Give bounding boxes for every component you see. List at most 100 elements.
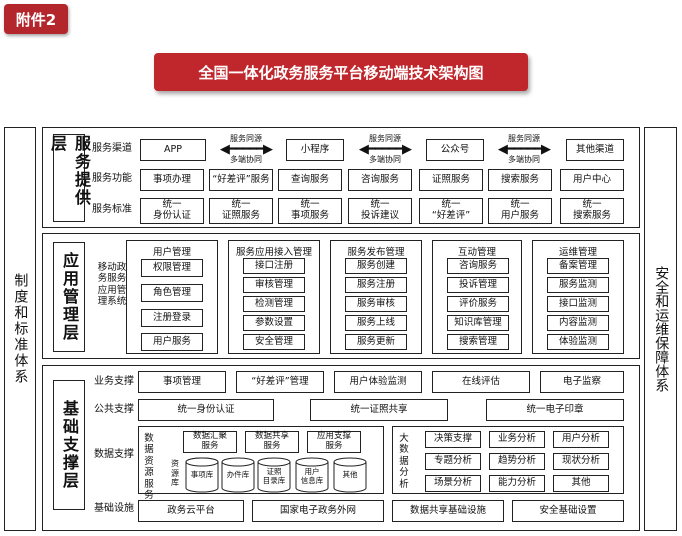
analysis-item: 专题分析 [425, 453, 481, 470]
app-item: 投诉管理 [447, 277, 509, 293]
app-item: 评价服务 [447, 296, 509, 312]
infra-item-1: 政务云平台 [138, 500, 244, 522]
data-resource-label: 数据资源服务 [144, 433, 154, 501]
standard-item-7: 统一 搜索服务 [560, 198, 624, 224]
public-support-label: 公共支撑 [94, 404, 134, 415]
analysis-item: 决策支撑 [425, 431, 481, 448]
right-side-panel: 安全和运维保障体系 [644, 127, 677, 531]
app-group-user-management: 用户管理 权限管理 角色管理 注册登录 用户服务 [126, 240, 218, 354]
right-side-label: 安全和运维保障体系 [653, 266, 670, 392]
service-standards-label: 服务标准 [92, 204, 132, 215]
app-item: 接口监测 [547, 296, 609, 312]
big-data-label: 大数据分析 [399, 433, 409, 490]
app-group-title: 运维管理 [558, 247, 597, 258]
standard-item-1: 统一 身份认证 [140, 198, 204, 224]
channel-arrow-2: 服务同源 ◀━━━━━▶ 多端协同 [358, 134, 412, 164]
infra-item-4: 安全基础设置 [512, 500, 624, 522]
standard-item-3: 统一 事项服务 [278, 198, 342, 224]
app-item: 安全管理 [243, 334, 305, 350]
business-support-label: 业务支撑 [94, 376, 134, 387]
database-label: 其他 [342, 470, 358, 479]
public-item-1: 统一身份认证 [138, 399, 274, 421]
service-channels-label: 服务渠道 [92, 143, 132, 154]
resource-pool-label: 资源库 [171, 459, 179, 488]
app-item: 咨询服务 [447, 258, 509, 274]
channel-arrow-1: 服务同源 ◀━━━━━▶ 多端协同 [219, 134, 273, 164]
app-item: 接口注册 [243, 258, 305, 274]
app-item: 内容监测 [547, 315, 609, 331]
app-item: 审核管理 [243, 277, 305, 293]
app-group-title: 服务应用接入管理 [235, 247, 312, 258]
app-group-access-management: 服务应用接入管理 接口注册 审核管理 检测管理 参数设置 安全管理 [228, 240, 320, 354]
business-item-1: 事项管理 [138, 371, 226, 393]
app-group-interaction-management: 互动管理 咨询服务 投诉管理 评价服务 知识库管理 搜索管理 [432, 240, 522, 354]
data-service-item-1: 数据汇聚 服务 [183, 431, 237, 453]
infra-item-2: 国家电子政务外网 [252, 500, 384, 522]
app-layer-panel [42, 233, 640, 359]
standard-item-4: 统一 投诉建议 [348, 198, 412, 224]
app-item: 检测管理 [243, 296, 305, 312]
app-item: 用户服务 [141, 333, 203, 351]
diagram-title: 全国一体化政务服务平台移动端技术架构图 [154, 53, 528, 91]
function-item-5: 证照服务 [419, 169, 483, 191]
database-cylinder: 其他 [333, 457, 367, 493]
analysis-item: 能力分析 [489, 475, 545, 492]
app-item: 体验监测 [547, 334, 609, 350]
infra-item-3: 数据共享基础设施 [392, 500, 504, 522]
base-layer-label: 基础支撑层 [53, 380, 85, 510]
big-data-analysis-group: 大数据分析 决策支撑 业务分析 用户分析 专题分析 趋势分析 现状分析 场景分析… [392, 426, 624, 494]
database-label: 用户 信息库 [300, 467, 324, 485]
business-item-4: 在线评估 [432, 371, 530, 393]
public-item-3: 统一电子印章 [486, 399, 624, 421]
database-label: 事项库 [190, 470, 214, 479]
database-cylinder: 办件库 [221, 457, 255, 493]
channel-mini-program: 小程序 [286, 139, 344, 161]
channel-official-account: 公众号 [426, 139, 484, 161]
left-side-label: 制度和标准体系 [12, 273, 29, 385]
analysis-item: 其他 [553, 475, 609, 492]
data-support-label: 数据支撑 [94, 449, 134, 460]
service-layer-panel [42, 127, 640, 228]
business-item-2: “好差评”管理 [236, 371, 324, 393]
analysis-item: 业务分析 [489, 431, 545, 448]
app-item: 参数设置 [243, 315, 305, 331]
app-system-label: 移动政务服务应用管理系统 [97, 262, 127, 308]
app-group-ops-management: 运维管理 备案管理 服务监测 接口监测 内容监测 体验监测 [532, 240, 624, 354]
app-item: 备案管理 [547, 258, 609, 274]
app-item: 服务创建 [345, 258, 407, 274]
app-layer-label: 应用管理层 [53, 242, 85, 352]
business-item-5: 电子监察 [540, 371, 624, 393]
data-service-item-3: 应用支撑 服务 [307, 431, 361, 453]
app-group-title: 服务发布管理 [347, 247, 405, 258]
data-resource-group: 数据资源服务 数据汇聚 服务 数据共享 服务 应用支撑 服务 资源库 事项库 办… [138, 426, 384, 501]
database-cylinder: 用户 信息库 [295, 457, 329, 493]
business-item-3: 用户体验监测 [334, 371, 422, 393]
app-group-publish-management: 服务发布管理 服务创建 服务注册 服务审核 服务上线 服务更新 [330, 240, 422, 354]
function-item-7: 用户中心 [560, 169, 624, 191]
function-item-1: 事项办理 [140, 169, 204, 191]
analysis-item: 现状分析 [553, 453, 609, 470]
service-layer-label: 服务提供层 [48, 134, 91, 222]
channel-arrow-3: 服务同源 ◀━━━━━▶ 多端协同 [497, 134, 551, 164]
infra-label: 基础设施 [94, 503, 134, 514]
standard-item-6: 统一 用户服务 [488, 198, 552, 224]
app-item: 服务上线 [345, 315, 407, 331]
app-item: 服务监测 [547, 277, 609, 293]
function-item-4: 咨询服务 [348, 169, 412, 191]
database-cylinder: 事项库 [185, 457, 219, 493]
app-item: 注册登录 [141, 309, 203, 327]
app-group-title: 用户管理 [152, 247, 191, 258]
attachment-badge: 附件2 [4, 4, 68, 34]
standard-item-5: 统一 “好差评” [419, 198, 483, 224]
left-side-panel: 制度和标准体系 [4, 127, 36, 531]
database-label: 证照 目录库 [262, 467, 286, 485]
app-item: 服务注册 [345, 277, 407, 293]
analysis-item: 趋势分析 [489, 453, 545, 470]
data-service-item-2: 数据共享 服务 [245, 431, 299, 453]
analysis-item: 用户分析 [553, 431, 609, 448]
service-functions-label: 服务功能 [92, 173, 132, 184]
function-item-2: “好差评”服务 [209, 169, 273, 191]
app-item: 角色管理 [141, 284, 203, 302]
channel-other: 其他渠道 [566, 139, 624, 161]
app-item: 权限管理 [141, 259, 203, 277]
